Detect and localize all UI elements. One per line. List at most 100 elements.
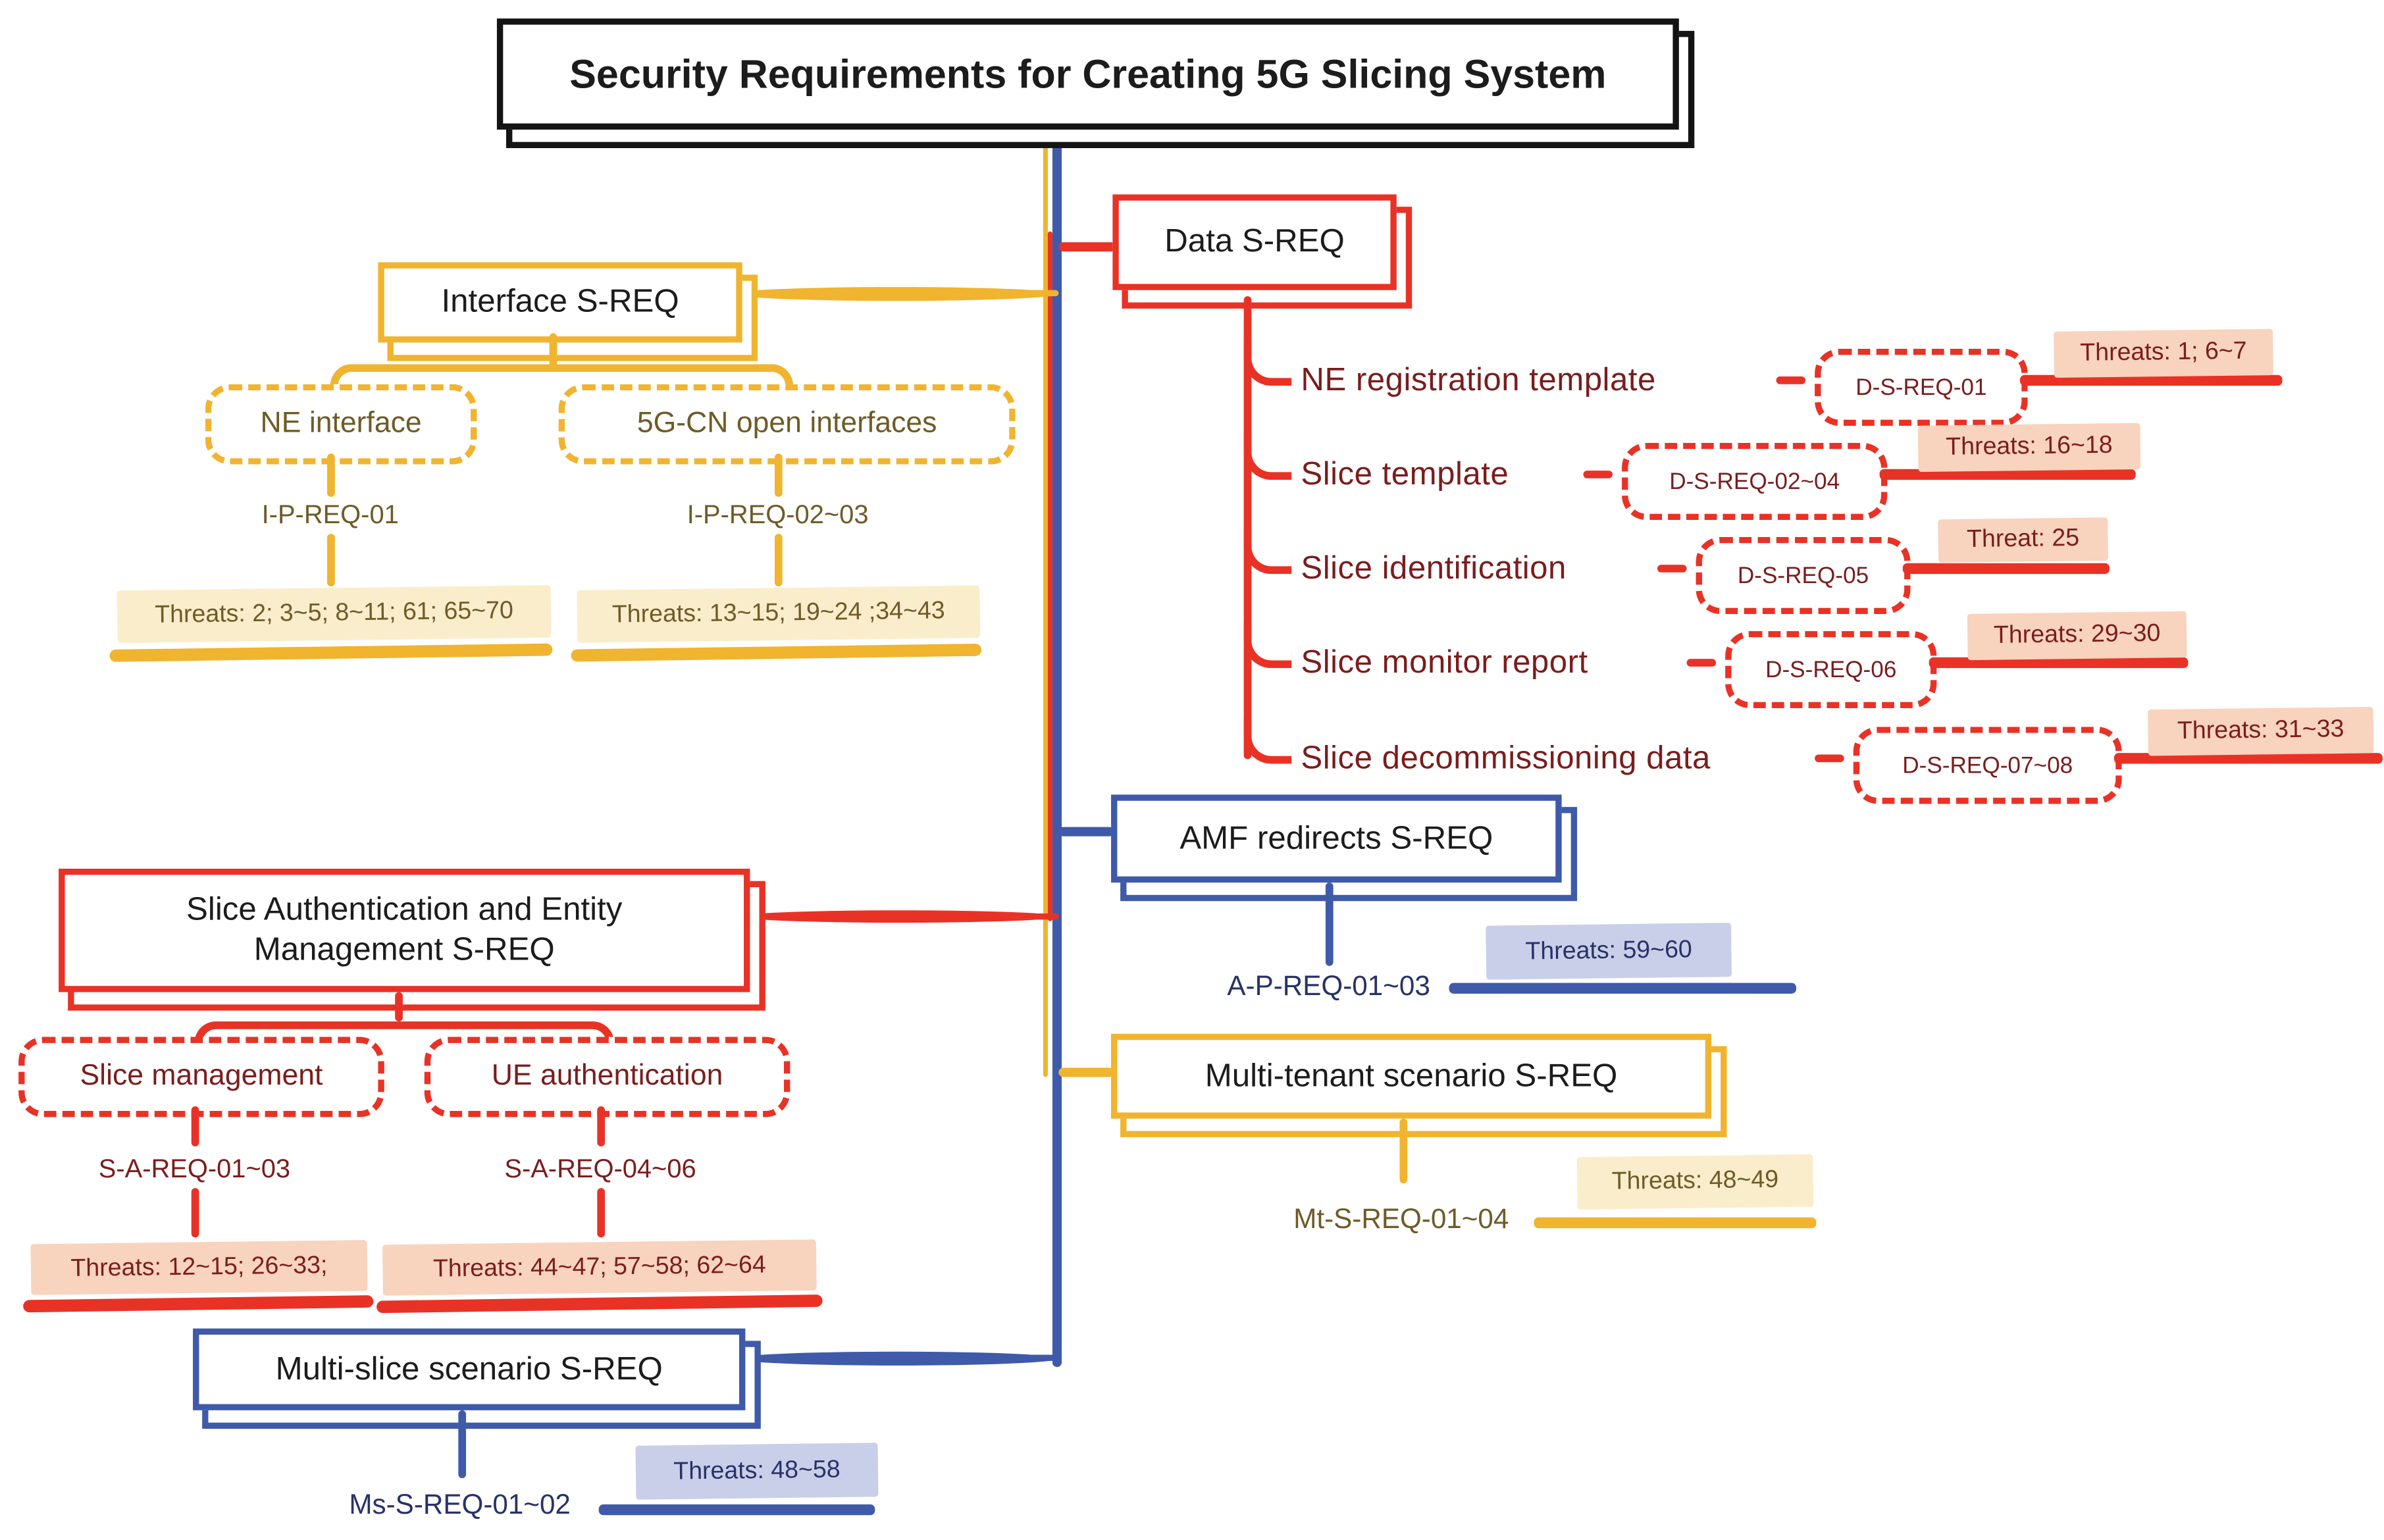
ne-threats-underline [109, 643, 553, 662]
data-row-label: Slice decommissioning data [1301, 740, 1711, 777]
data-row-label: NE registration template [1301, 362, 1656, 398]
multi-slice-label: Multi-slice scenario S-REQ [275, 1350, 663, 1387]
cn-vline2 [774, 534, 783, 586]
title-box: Security Requirements for Creating 5G Sl… [496, 18, 1679, 130]
slice-auth-box: Slice Authentication and Entity Manageme… [59, 868, 750, 992]
ms-vline [458, 1410, 467, 1479]
data-row-elbow [1243, 715, 1292, 764]
cn-threats-highlight: Threats: 13~15; 19~24 ;34~43 [577, 585, 981, 643]
ne-threats-highlight: Threats: 2; 3~5; 8~11; 61; 65~70 [117, 585, 552, 643]
ms-connector-core [736, 1354, 1059, 1361]
interface-bracket [330, 364, 794, 394]
data-row-line [1879, 469, 2136, 480]
data-row-req: D-S-REQ-07~08 [1902, 752, 2073, 779]
data-row-line [2019, 374, 2283, 386]
ue-threats-underline [376, 1294, 823, 1314]
mt-req-line [1534, 1217, 1817, 1229]
multi-tenant-box: Multi-tenant scenario S-REQ [1111, 1033, 1712, 1119]
ne-interface-box: NE interface [205, 384, 477, 465]
data-row-label: Slice identification [1301, 550, 1567, 586]
sm-threats-underline [23, 1295, 374, 1313]
ue-vline [597, 1106, 606, 1146]
data-row-req-box: D-S-REQ-06 [1725, 630, 1937, 709]
trunk-yellow-sliver [1043, 141, 1048, 1077]
ue-authentication-box: UE authentication [424, 1037, 790, 1117]
ne-vline2 [327, 534, 335, 586]
ne-vline [327, 453, 335, 497]
mt-req-label: Mt-S-REQ-01~04 [1293, 1202, 1509, 1234]
cn-threats-underline [571, 643, 982, 662]
data-row-req: D-S-REQ-01 [1855, 374, 1987, 401]
mt-connector [1058, 1067, 1114, 1077]
sm-req-label: S-A-REQ-01~03 [98, 1154, 291, 1184]
cn-req-label: I-P-REQ-02~03 [687, 500, 869, 530]
data-row-req: D-S-REQ-02~04 [1669, 468, 1840, 495]
ms-req-label: Ms-S-REQ-01~02 [349, 1488, 571, 1520]
ue-req-label: S-A-REQ-04~06 [504, 1154, 696, 1184]
data-row-threats: Threats: 31~33 [2148, 707, 2374, 756]
data-row-elbow [1243, 526, 1292, 575]
slice-auth-connector-core [740, 913, 1059, 920]
cn-open-interfaces-box: 5G-CN open interfaces [558, 384, 1016, 465]
data-row-line [1902, 563, 2110, 575]
ne-interface-label: NE interface [260, 407, 422, 440]
data-row-dash [1815, 754, 1844, 763]
data-sreq-label: Data S-REQ [1164, 223, 1345, 259]
data-row-line [1929, 657, 2189, 669]
ue-authentication-label: UE authentication [491, 1060, 723, 1092]
data-row-label: Slice monitor report [1301, 645, 1588, 680]
data-row-threats: Threats: 29~30 [1967, 611, 2187, 661]
ms-threats-highlight: Threats: 48~58 [635, 1443, 879, 1500]
data-row-req-box: D-S-REQ-02~04 [1622, 442, 1888, 521]
interface-connector-core [733, 290, 1059, 297]
data-row-threats: Threat: 25 [1938, 517, 2108, 563]
interface-sreq-box: Interface S-REQ [378, 262, 742, 343]
amf-req-label: A-P-REQ-01~03 [1227, 969, 1430, 1001]
slice-management-label: Slice management [80, 1060, 323, 1092]
amf-req-line [1449, 983, 1796, 994]
cn-open-interfaces-label: 5G-CN open interfaces [636, 407, 937, 440]
slice-auth-bracket [194, 1021, 615, 1050]
sm-threats-highlight: Threats: 12~15; 26~33; [30, 1240, 368, 1295]
ne-req-label: I-P-REQ-01 [261, 500, 399, 530]
data-row-elbow [1243, 620, 1292, 669]
amf-threats-highlight: Threats: 59~60 [1486, 923, 1732, 980]
data-row-dash [1776, 376, 1806, 384]
data-row-req: D-S-REQ-06 [1765, 656, 1897, 683]
slice-auth-label: Slice Authentication and Entity Manageme… [186, 891, 623, 968]
trunk-red-sliver [1047, 231, 1052, 921]
interface-sreq-label: Interface S-REQ [441, 284, 679, 320]
sm-vline2 [191, 1188, 199, 1238]
mt-threats-highlight: Threats: 48~49 [1576, 1154, 1814, 1210]
data-row-threats: Threats: 16~18 [1917, 423, 2141, 473]
data-row-dash [1583, 471, 1613, 478]
data-row-req-box: D-S-REQ-05 [1696, 536, 1911, 615]
sm-vline [191, 1106, 199, 1146]
multi-slice-box: Multi-slice scenario S-REQ [193, 1328, 746, 1410]
data-row-label: Slice template [1301, 456, 1509, 492]
ue-vline2 [597, 1188, 606, 1238]
data-row-line [2113, 753, 2383, 764]
amf-label: AMF redirects S-REQ [1179, 820, 1493, 856]
amf-vline [1325, 883, 1334, 966]
data-connector [1058, 242, 1116, 252]
slice-auth-vline [395, 992, 403, 1022]
data-row-dash [1686, 659, 1717, 667]
page-title: Security Requirements for Creating 5G Sl… [569, 50, 1607, 97]
data-row-threats: Threats: 1; 6~7 [2054, 328, 2273, 378]
ue-threats-highlight: Threats: 44~47; 57~58; 62~64 [382, 1239, 817, 1296]
ms-req-line [598, 1504, 875, 1516]
interface-vline [549, 333, 557, 367]
data-row-dash [1657, 565, 1687, 573]
multi-tenant-label: Multi-tenant scenario S-REQ [1205, 1058, 1618, 1094]
slice-management-box: Slice management [18, 1037, 384, 1117]
amf-connector [1058, 827, 1114, 836]
data-row-elbow [1243, 432, 1292, 480]
mt-vline [1399, 1118, 1408, 1184]
data-sreq-box: Data S-REQ [1112, 194, 1397, 290]
cn-vline [774, 453, 783, 497]
trunk-line [1052, 120, 1062, 1368]
data-row-req: D-S-REQ-05 [1737, 562, 1869, 589]
data-row-elbow [1243, 338, 1292, 386]
